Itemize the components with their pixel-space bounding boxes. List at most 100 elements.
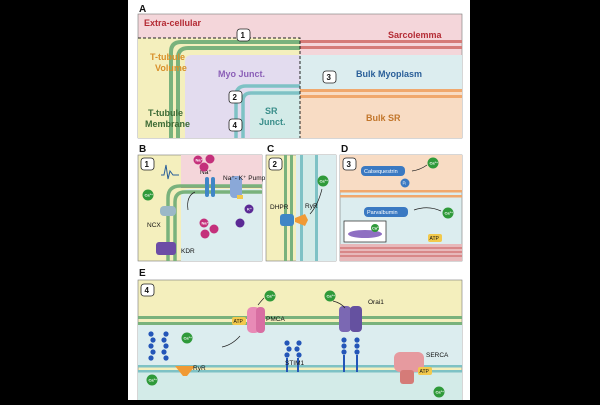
calcium-ion-e-3 bbox=[146, 374, 158, 386]
panel-c: C 2 DHPR RyR Ca²⁺ bbox=[265, 144, 337, 262]
svg-text:4: 4 bbox=[145, 286, 150, 295]
calcium-ion-e-2 bbox=[181, 332, 193, 344]
ttubule-membrane-label-2: Membrane bbox=[145, 119, 190, 129]
panel-e: E 4 PMCA ATP Ca²⁺ Ca²⁺ Ca²⁺ Ca²⁺ Ca²⁺ Ry… bbox=[137, 268, 463, 401]
ttubule-membrane-label-1: T-tubule bbox=[148, 108, 183, 118]
svg-text:ATP: ATP bbox=[420, 369, 430, 375]
svg-text:2: 2 bbox=[273, 160, 278, 169]
svg-text:Ca²⁺: Ca²⁺ bbox=[430, 161, 439, 166]
sr-junct-region bbox=[250, 89, 300, 138]
ryr-channel bbox=[295, 214, 308, 226]
panel-d: D 3 Calsequestrin Ca²⁺ Pᵢ Parvalbumin Ca… bbox=[339, 144, 463, 262]
panel-b: B 1 Na⁺ Na⁺- K⁺ Pump Ca²⁺ Na⁺ Na⁺ bbox=[137, 144, 266, 262]
serca-label: SERCA bbox=[426, 352, 449, 359]
atp-badge-serca bbox=[418, 367, 432, 375]
calsequestrin bbox=[361, 166, 405, 176]
panel-b-marker: 1 bbox=[140, 157, 155, 171]
ryr-channel-e bbox=[175, 366, 195, 376]
orai1-channel bbox=[339, 306, 351, 332]
svg-text:Ca²⁺: Ca²⁺ bbox=[184, 336, 193, 341]
marker-3: 3 bbox=[322, 70, 337, 84]
svg-text:Ca²⁺: Ca²⁺ bbox=[145, 193, 154, 198]
svg-text:Ca²⁺: Ca²⁺ bbox=[436, 390, 445, 395]
sarcolemma-boundary bbox=[138, 37, 301, 138]
panel-c-marker: 2 bbox=[268, 157, 283, 171]
panel-d-label: D bbox=[341, 144, 348, 155]
svg-text:Pᵢ: Pᵢ bbox=[403, 181, 407, 186]
svg-text:Na⁺: Na⁺ bbox=[202, 221, 209, 226]
calcium-ion-troponin bbox=[371, 224, 379, 232]
bulk-myoplasm-label: Bulk Myoplasm bbox=[356, 69, 422, 79]
ncx-exchanger bbox=[160, 206, 176, 216]
panel-e-ttubule-membrane bbox=[138, 316, 462, 319]
stim1-label: STIM1 bbox=[285, 360, 305, 367]
svg-text:ATP: ATP bbox=[430, 236, 440, 242]
ryr-label: RyR bbox=[305, 203, 318, 210]
sodium-channel bbox=[205, 177, 209, 197]
svg-text:2: 2 bbox=[233, 93, 238, 102]
sr-junct-label-2: Junct. bbox=[259, 117, 286, 127]
ncx-label: NCX bbox=[147, 222, 161, 229]
panel-a-label: A bbox=[139, 4, 146, 15]
svg-text:Na⁺: Na⁺ bbox=[196, 158, 203, 163]
panel-c-ttubule-membrane bbox=[284, 155, 287, 261]
calcium-ion-b bbox=[142, 189, 154, 201]
panel-c-sr-membrane bbox=[300, 155, 303, 261]
phosphate bbox=[400, 178, 410, 188]
dhpr-label: DHPR bbox=[270, 204, 289, 211]
svg-text:1: 1 bbox=[241, 31, 246, 40]
potassium-ion bbox=[244, 204, 254, 214]
panel-e-marker: 4 bbox=[140, 283, 155, 297]
serca-pump bbox=[394, 352, 424, 372]
panel-c-label: C bbox=[267, 144, 274, 155]
svg-text:Ca²⁺: Ca²⁺ bbox=[149, 378, 158, 383]
svg-text:Ca²⁺: Ca²⁺ bbox=[320, 179, 329, 184]
sr-junct-label-1: SR bbox=[265, 106, 278, 116]
calcium-ion-c bbox=[317, 175, 329, 187]
calsequestrin-label: Calsequestrin bbox=[364, 169, 398, 175]
panel-b-label: B bbox=[139, 144, 146, 155]
svg-text:Ca²⁺: Ca²⁺ bbox=[445, 211, 454, 216]
ryr-label-e: RyR bbox=[193, 365, 206, 372]
svg-text:Ca²⁺: Ca²⁺ bbox=[267, 294, 276, 299]
stim1-chain bbox=[148, 331, 302, 361]
svg-text:3: 3 bbox=[347, 160, 352, 169]
kdr-channel bbox=[156, 242, 176, 255]
orai1-label: Orai1 bbox=[368, 299, 384, 306]
atp-badge-d bbox=[428, 234, 442, 242]
marker-1: 1 bbox=[236, 28, 251, 42]
pmca-label: PMCA bbox=[266, 316, 285, 323]
calcium-ion-e-5 bbox=[433, 386, 445, 398]
panel-b-membrane bbox=[166, 184, 262, 261]
na-k-pump-label: Na⁺- K⁺ Pump bbox=[223, 175, 266, 182]
stim1-cluster bbox=[341, 337, 360, 355]
ttubule-volume-label-1: T-tubule bbox=[150, 52, 185, 62]
parvalbumin bbox=[364, 207, 408, 217]
parvalbumin-label: Parvalbumin bbox=[367, 210, 398, 216]
svg-text:4: 4 bbox=[233, 121, 238, 130]
ttubule-volume-label-2: Volume bbox=[155, 63, 187, 73]
calcium-ion-e-4 bbox=[324, 290, 336, 302]
panel-a: A Extra-cellular Sarcolemma T-tubule Vol… bbox=[137, 4, 463, 139]
svg-text:K⁺: K⁺ bbox=[247, 207, 252, 212]
myo-junct-label: Myo Junct. bbox=[218, 69, 265, 79]
atp-badge-pmca bbox=[232, 317, 246, 325]
sodium-channel-label: Na⁺ bbox=[200, 169, 212, 176]
panel-e-label: E bbox=[139, 268, 146, 279]
na-k-pump bbox=[230, 176, 242, 198]
calcium-ion-d bbox=[442, 207, 454, 219]
svg-text:3: 3 bbox=[327, 73, 332, 82]
sarcolemma-label: Sarcolemma bbox=[388, 30, 443, 40]
svg-text:Ca²⁺: Ca²⁺ bbox=[327, 294, 336, 299]
extracellular-label: Extra-cellular bbox=[144, 18, 202, 28]
svg-text:ATP: ATP bbox=[234, 319, 244, 325]
sodium-ion bbox=[193, 155, 203, 165]
dhpr-channel bbox=[280, 214, 294, 226]
panel-e-sr-membrane bbox=[138, 365, 462, 368]
action-potential-icon bbox=[161, 164, 179, 180]
ttubule-membrane bbox=[169, 40, 300, 138]
bulk-sr-label: Bulk SR bbox=[366, 113, 401, 123]
marker-2: 2 bbox=[228, 90, 243, 104]
